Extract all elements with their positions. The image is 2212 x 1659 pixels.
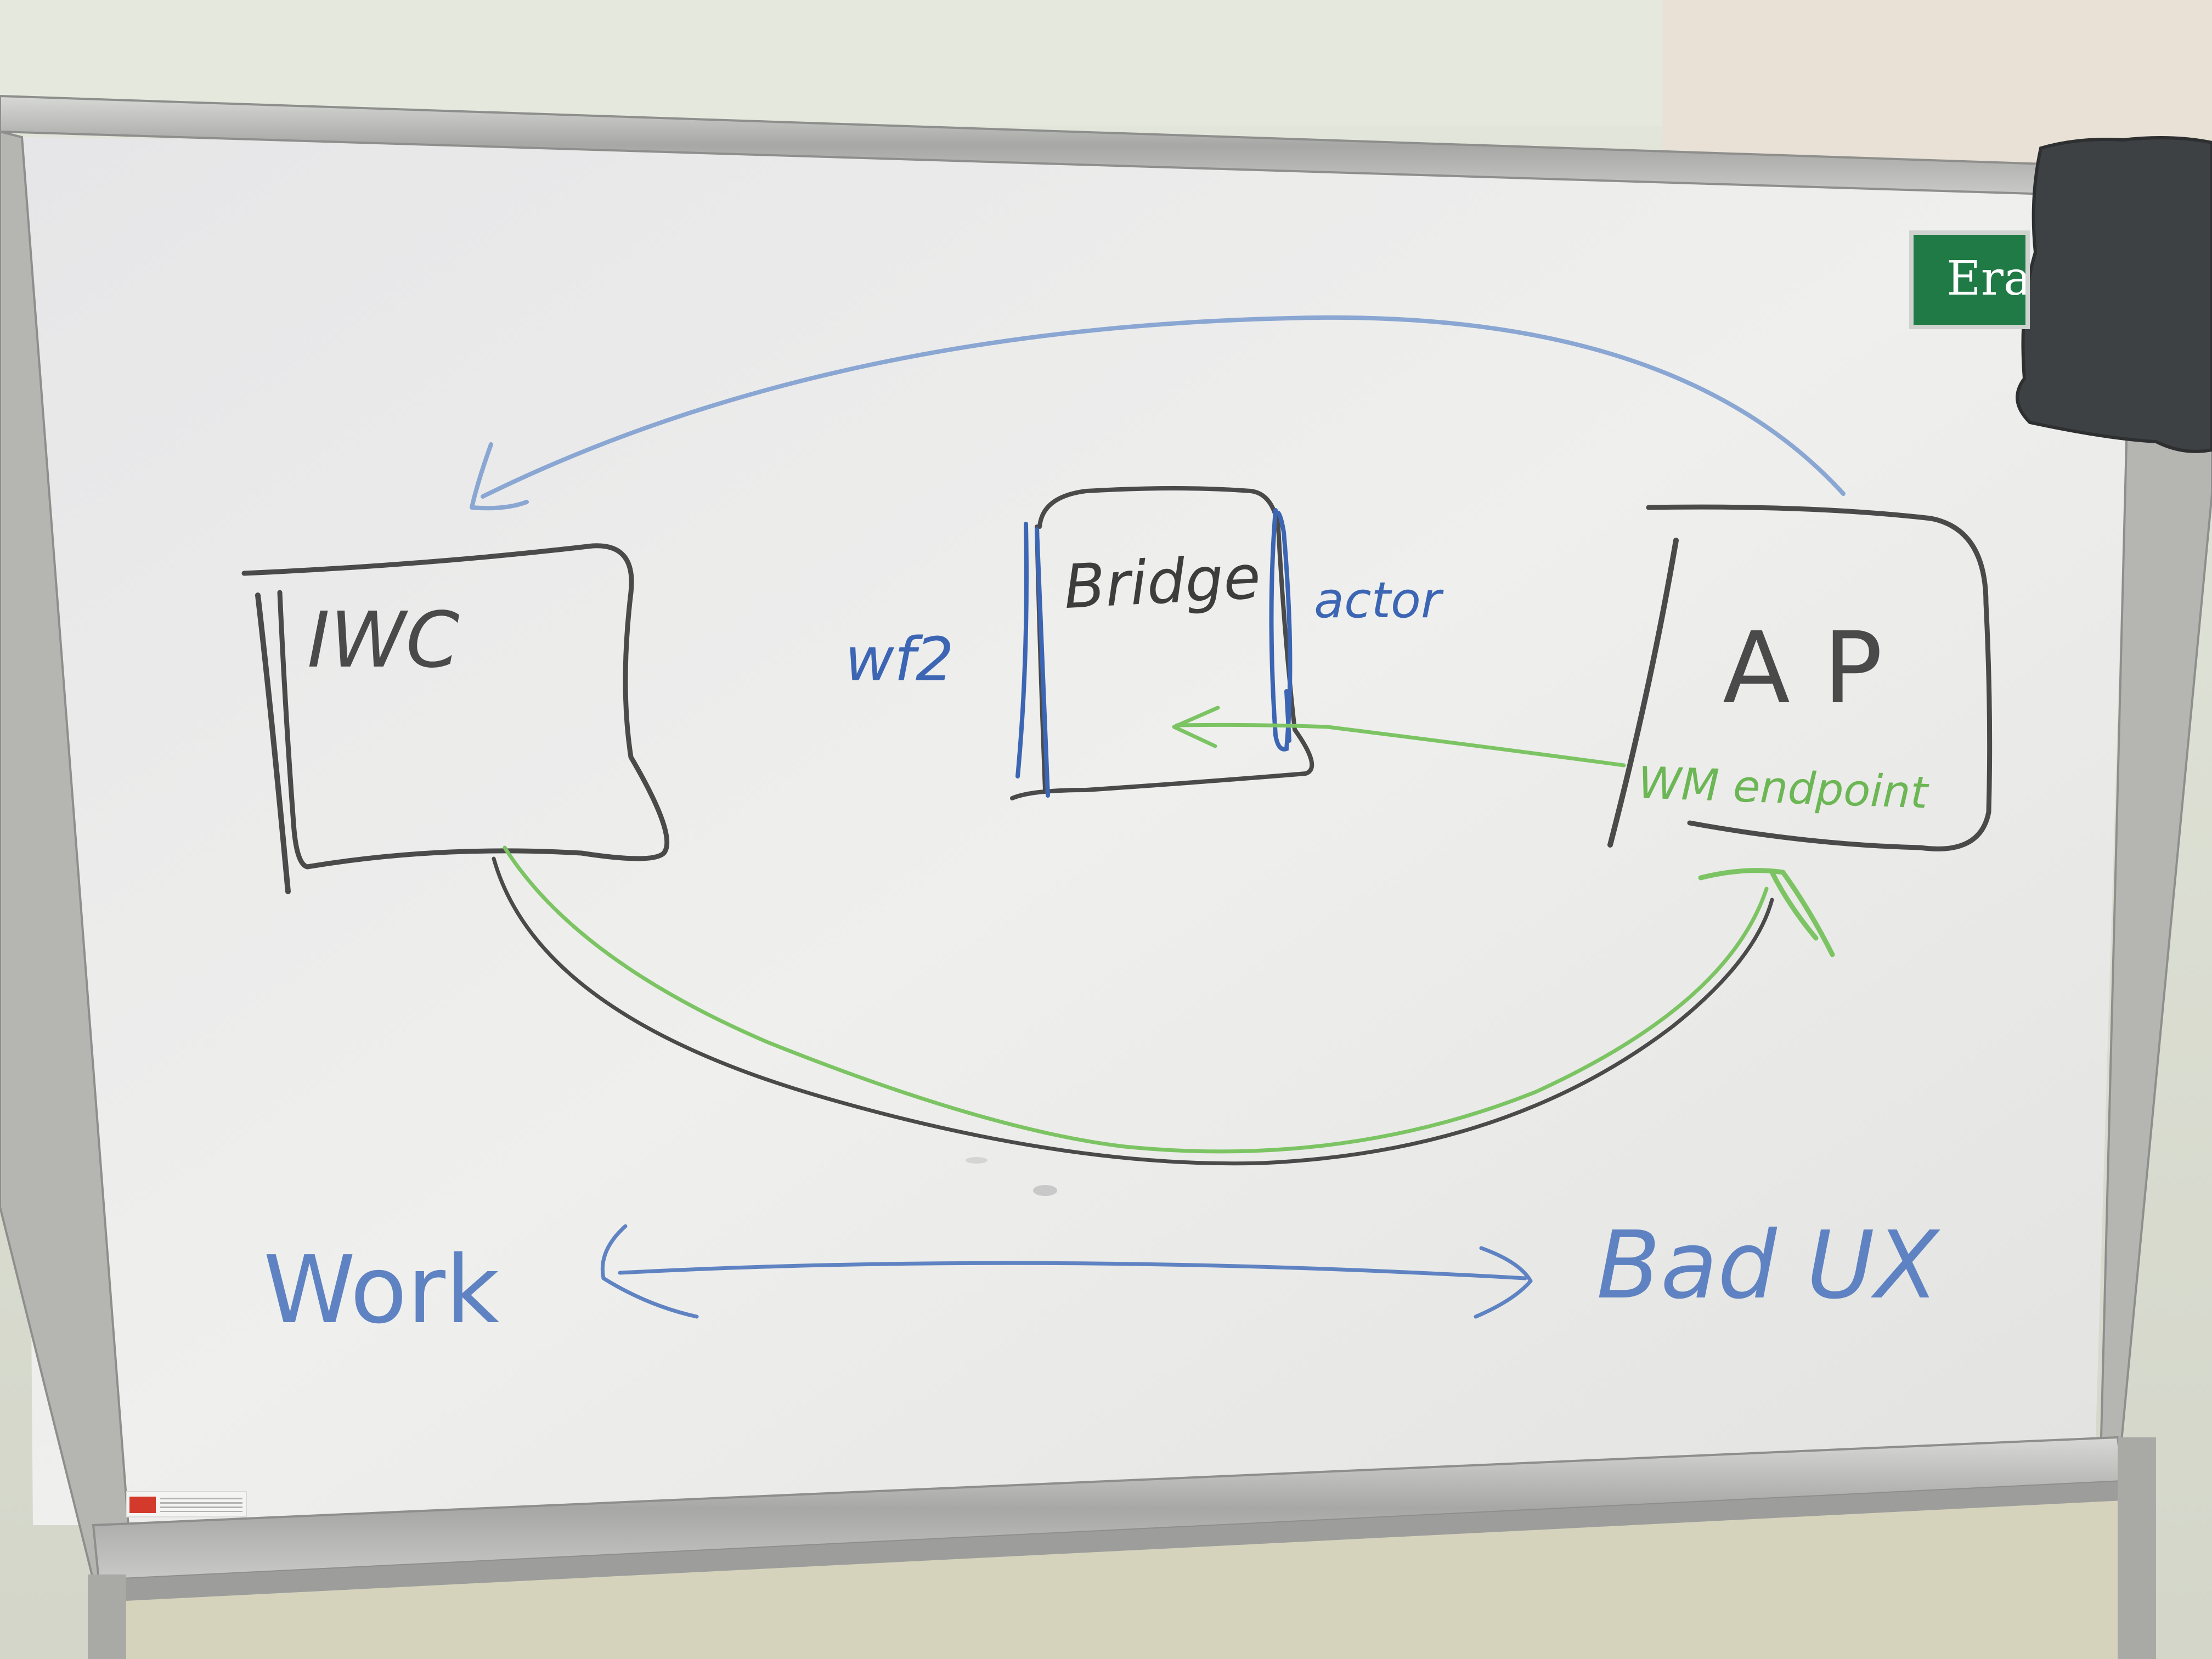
bottom-arrow-right-head [1474,1246,1533,1319]
ap-box [1646,504,1993,851]
bottom-double-arrow [618,1261,1527,1280]
ap-label: AP [1723,611,1916,726]
top-arc-arrow [481,315,1846,499]
eraser-tag: Era [1909,230,2030,329]
wall-right [1662,0,2212,165]
bad-ux-label: Bad UX [1596,1211,1940,1320]
iwc-label: IWC [307,596,460,685]
eraser-cloth [2016,136,2212,453]
brand-sticker [126,1491,247,1517]
work-label: Work [263,1236,499,1345]
top-arc-arrowhead [470,442,529,511]
bridge-right-bar [1269,508,1293,752]
bottom-arrow-left-head [600,1224,699,1319]
frame-bottom-lip [99,1481,2123,1602]
board-smudge [1033,1185,1057,1196]
eraser-tag-text: Era [1946,251,2030,306]
green-arrow-to-bridge [1175,723,1626,768]
bridge-box [1010,486,1314,800]
bridge-label: Bridge [1062,541,1262,622]
lower-green-arrowhead [1698,868,1835,957]
board-surface [22,137,2129,1525]
green-arrow-to-bridge-head [1172,706,1220,748]
lower-green-arc [503,845,1769,1154]
bridge-left-bar [1015,522,1050,798]
wf2-label: wf2 [845,624,954,695]
iwc-box [241,543,670,870]
wm-endpoint-label: WM endpoint [1637,757,1930,818]
stand-post-left [88,1575,126,1659]
board-smudge-2 [966,1157,988,1164]
ap-box-left-edge [1607,538,1679,848]
brand-logo [129,1497,156,1513]
actor-label: actor [1314,572,1444,629]
sticker-fine-print [160,1498,242,1512]
lower-black-arc [492,856,1774,1166]
iwc-box-left-edge [255,592,291,894]
stand-post [2118,1437,2156,1659]
